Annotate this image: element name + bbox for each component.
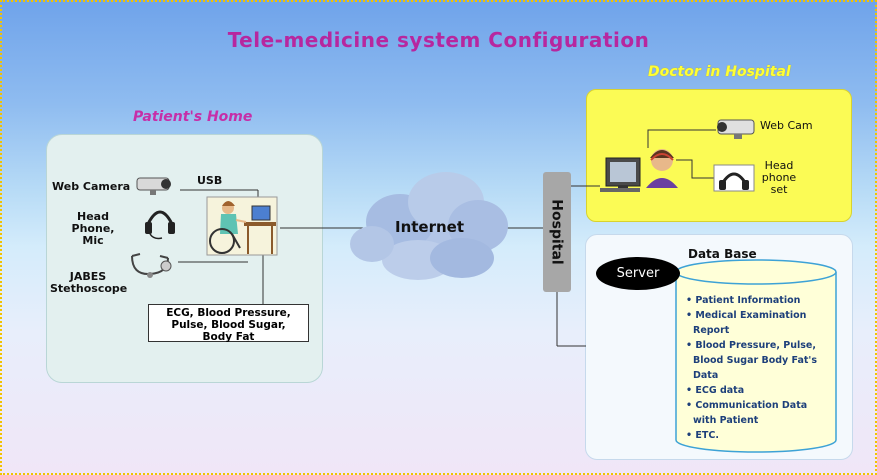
head-phone-set-line-1: Head — [764, 159, 794, 172]
database-item: • ECG data — [686, 385, 745, 396]
database-item: • Patient Information — [686, 295, 801, 306]
usb-label: USB — [197, 174, 223, 187]
head-phone-mic-label: Head Phone, Mic — [60, 211, 126, 247]
head-phone-line-3: Mic — [82, 234, 104, 247]
database-cylinder-icon — [675, 259, 837, 453]
web-camera-label: Web Camera — [52, 180, 131, 193]
database-title: Data Base — [688, 247, 757, 261]
patient-home-label: Patient's Home — [133, 109, 253, 125]
head-phone-set-label: Head phone set — [760, 160, 798, 196]
head-phone-set-line-3: set — [770, 183, 788, 196]
hospital-bar — [543, 172, 571, 292]
hospital-label: Hospital — [549, 199, 565, 265]
diagram-title: Tele-medicine system Configuration — [227, 28, 650, 52]
server-label: Server — [616, 266, 660, 281]
web-cam-label: Web Cam — [760, 119, 813, 132]
measurements-line-2: Pulse, Blood Sugar, — [171, 319, 286, 331]
stethoscope-icon — [131, 253, 172, 278]
doctor-headphone-set-icon — [713, 164, 755, 192]
measurements-line-1: ECG, Blood Pressure, — [166, 307, 291, 319]
patient-wheelchair-icon — [206, 196, 278, 256]
measurements-box: ECG, Blood Pressure, Pulse, Blood Sugar,… — [148, 304, 309, 343]
doctor-label: Doctor in Hospital — [648, 64, 791, 80]
database-item: • Medical Examination Report — [686, 310, 807, 336]
doctor-webcam-icon — [717, 119, 755, 139]
stethoscope-label: JABES Stethoscope — [50, 270, 128, 295]
internet-cloud-icon — [350, 172, 508, 280]
head-phone-line-1: Head — [77, 210, 109, 223]
stethoscope-line-2: Stethoscope — [50, 282, 128, 295]
database-item: • ETC. — [686, 430, 719, 441]
database-item: • Communication Data with Patient — [686, 400, 808, 426]
head-phone-set-line-2: phone — [761, 171, 797, 184]
webcam-link-line — [647, 129, 716, 148]
doctor-box — [586, 89, 852, 222]
stethoscope-line-1: JABES — [69, 270, 107, 283]
hospital-label-wrap: Hospital — [543, 172, 571, 292]
web-camera-icon — [136, 177, 171, 195]
measurements-line-3: Body Fat — [202, 331, 255, 343]
internet-label: Internet — [395, 218, 465, 236]
headphone-mic-icon — [145, 210, 175, 240]
doctor-at-computer-icon — [600, 149, 678, 192]
head-phone-line-2: Phone, — [71, 222, 115, 235]
database-item: • Blood Pressure, Pulse, Blood Sugar Bod… — [686, 340, 817, 381]
headset-link-line — [676, 159, 714, 179]
database-item-list: • Patient Information • Medical Examinat… — [686, 293, 826, 443]
server-node: Server — [596, 257, 680, 290]
